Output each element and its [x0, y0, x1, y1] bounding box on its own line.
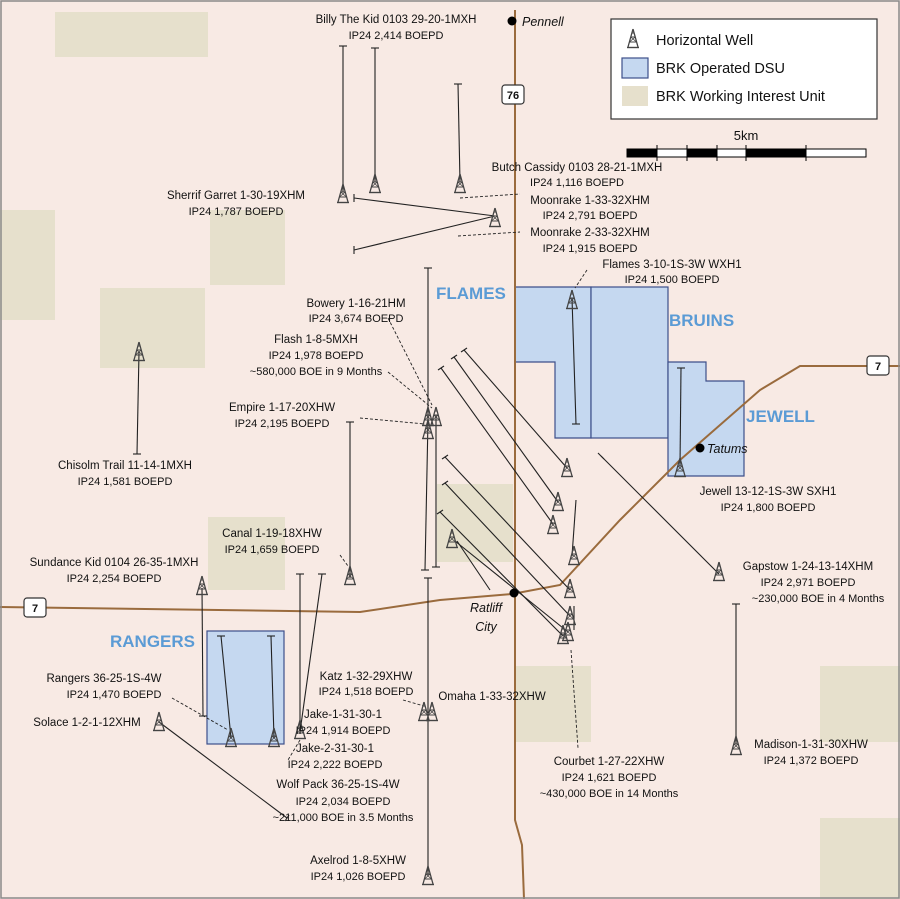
- well-ip: IP24 2,414 BOEPD: [349, 30, 444, 42]
- well-ip: IP24 2,254 BOEPD: [67, 573, 162, 585]
- wi-unit: [820, 818, 900, 899]
- well-name: Flash 1-8-5MXH: [274, 334, 358, 346]
- well-name: Sherrif Garret 1-30-19XHM: [167, 190, 305, 202]
- legend-horizontal-well: Horizontal Well: [656, 33, 753, 49]
- highway-76-label: 76: [507, 90, 519, 102]
- well-name: Wolf Pack 36-25-1S-4W: [276, 779, 399, 791]
- highway-76-shield: 76: [501, 84, 525, 105]
- town-marker-pennell: [507, 16, 517, 26]
- area-labels: FLAMES BRUINS JEWELL RANGERS: [110, 284, 815, 651]
- well-name: Moonrake 1-33-32XHM: [530, 195, 650, 207]
- leader-lines: [171, 193, 588, 761]
- scale-bar: 5km: [626, 128, 867, 161]
- dsu-jewell: [667, 361, 745, 477]
- area-label-jewell: JEWELL: [746, 407, 815, 426]
- well-name: Gapstow 1-24-13-14XHM: [743, 561, 873, 573]
- dsu-bruins: [590, 286, 669, 439]
- wi-unit: [208, 517, 285, 590]
- well-ip: IP24 2,195 BOEPD: [235, 418, 330, 430]
- well-name: Solace 1-2-1-12XHM: [33, 717, 140, 729]
- well-name: Madison-1-31-30XHW: [754, 739, 868, 751]
- town-pennell: Pennell: [522, 15, 565, 29]
- area-label-bruins: BRUINS: [669, 311, 734, 330]
- well-laterals: [133, 45, 740, 875]
- highway-7-west-shield: 7: [23, 597, 47, 618]
- well-ip: IP24 2,034 BOEPD: [296, 796, 391, 808]
- well-ip: IP24 1,659 BOEPD: [225, 544, 320, 556]
- wi-unit: [55, 12, 208, 57]
- wi-unit: [515, 666, 591, 742]
- legend-dsu-swatch: [621, 57, 649, 79]
- well-name: Jewell 13-12-1S-3W SXH1: [700, 486, 837, 498]
- well-ip: IP24 3,674 BOEPD: [309, 313, 404, 325]
- well-name: Chisolm Trail 11-14-1MXH: [58, 460, 192, 472]
- well-name: Empire 1-17-20XHW: [229, 402, 335, 414]
- well-ip: IP24 1,026 BOEPD: [311, 871, 406, 883]
- well-ip: IP24 1,787 BOEPD: [189, 206, 284, 218]
- well-name: Bowery 1-16-21HM: [306, 298, 405, 310]
- highway-7-road: [0, 365, 900, 614]
- wi-unit: [100, 288, 205, 368]
- well-name: Moonrake 2-33-32XHM: [530, 227, 650, 239]
- area-label-rangers: RANGERS: [110, 632, 195, 651]
- well-name: Katz 1-32-29XHW: [320, 671, 413, 683]
- well-name: Flames 3-10-1S-3W WXH1: [602, 259, 741, 271]
- well-name: Jake-2-31-30-1: [296, 743, 374, 755]
- well-ip: IP24 2,971 BOEPD: [761, 577, 856, 589]
- highway-76-road: [514, 10, 525, 899]
- well-ip: IP24 1,978 BOEPD: [269, 350, 364, 362]
- town-ratliff-line1: Ratliff: [470, 601, 503, 615]
- well-name: Omaha 1-33-32XHW: [438, 691, 546, 703]
- well-note: ~211,000 BOE in 3.5 Months: [273, 812, 414, 824]
- town-ratliff-line2: City: [475, 620, 497, 634]
- well-ip: IP24 2,222 BOEPD: [288, 759, 383, 771]
- towns: Pennell Tatums Ratliff City: [470, 15, 748, 634]
- well-name: Billy The Kid 0103 29-20-1MXH: [316, 14, 477, 26]
- legend-working-interest-unit: BRK Working Interest Unit: [656, 89, 825, 105]
- wi-unit: [210, 210, 285, 285]
- well-note: ~580,000 BOE in 9 Months: [250, 366, 383, 378]
- well-name: Canal 1-19-18XHW: [222, 528, 322, 540]
- well-note: ~430,000 BOE in 14 Months: [540, 788, 679, 800]
- town-marker-tatums: [695, 443, 705, 453]
- well-name: Courbet 1-27-22XHW: [554, 756, 665, 768]
- well-ip: IP24 1,915 BOEPD: [543, 243, 638, 255]
- legend-operated-dsu: BRK Operated DSU: [656, 61, 785, 77]
- well-ip: IP24 1,518 BOEPD: [319, 686, 414, 698]
- well-ip: IP24 1,470 BOEPD: [67, 689, 162, 701]
- legend: Horizontal Well BRK Operated DSU BRK Wor…: [610, 18, 878, 120]
- well-ip: IP24 1,500 BOEPD: [625, 274, 720, 286]
- well-name: Butch Cassidy 0103 28-21-1MXH: [492, 162, 663, 174]
- highway-7-east-shield: 7: [866, 355, 890, 376]
- well-note: ~230,000 BOE in 4 Months: [752, 593, 885, 605]
- well-name: Rangers 36-25-1S-4W: [46, 673, 161, 685]
- well-ip: IP24 1,621 BOEPD: [562, 772, 657, 784]
- well-name: Jake-1-31-30-1: [304, 709, 382, 721]
- well-name: Sundance Kid 0104 26-35-1MXH: [30, 557, 199, 569]
- well-ip: IP24 1,116 BOEPD: [530, 177, 624, 189]
- highway-7-east-label: 7: [875, 361, 881, 373]
- well-labels: Billy The Kid 0103 29-20-1MXH IP24 2,414…: [30, 14, 885, 883]
- wi-unit: [820, 666, 900, 742]
- highway-7-west-label: 7: [32, 603, 38, 615]
- area-label-flames: FLAMES: [436, 284, 506, 303]
- town-tatums: Tatums: [707, 442, 748, 456]
- well-ip: IP24 1,800 BOEPD: [721, 502, 816, 514]
- well-name: Axelrod 1-8-5XHW: [310, 855, 406, 867]
- working-interest-units: [0, 12, 900, 899]
- well-ip: IP24 1,372 BOEPD: [764, 755, 859, 767]
- wi-unit: [0, 210, 55, 320]
- wi-unit: [437, 484, 513, 562]
- well-ip: IP24 2,791 BOEPD: [543, 210, 638, 222]
- well-ip: IP24 1,914 BOEPD: [296, 725, 391, 737]
- well-ip: IP24 1,581 BOEPD: [78, 476, 173, 488]
- roads: [0, 10, 900, 899]
- scale-label: 5km: [734, 128, 759, 143]
- legend-box: [610, 18, 878, 120]
- town-marker-ratliff: [509, 588, 519, 598]
- legend-wi-swatch: [622, 86, 648, 106]
